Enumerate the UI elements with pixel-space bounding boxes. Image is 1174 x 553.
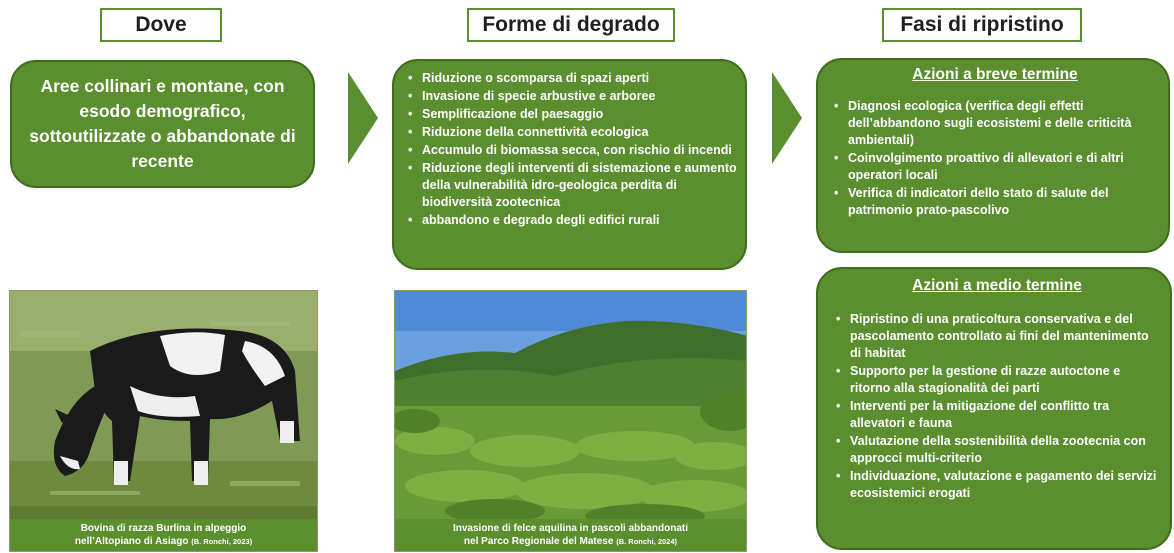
list-item: Riduzione della connettività ecologica xyxy=(406,124,737,141)
caption-line1: Invasione di felce aquilina in pascoli a… xyxy=(452,523,689,534)
breve-list: Diagnosi ecologica (verifica degli effet… xyxy=(832,98,1158,219)
caption-line1: Bovina di razza Burlina in alpeggio xyxy=(80,523,247,534)
forme-di-degrado-box: Riduzione o scomparsa di spazi aperti In… xyxy=(392,59,747,270)
header-forme-di-degrado: Forme di degrado xyxy=(467,8,675,42)
medio-title: Azioni a medio termine xyxy=(912,277,1082,294)
dove-text: Aree collinari e montane, con esodo demo… xyxy=(29,76,296,171)
fern-image xyxy=(395,291,746,551)
arrow-right-icon xyxy=(348,72,378,164)
list-item: Supporto per la gestione di razze autoct… xyxy=(834,363,1160,397)
arrow-right-icon xyxy=(772,72,802,164)
list-item: Accumulo di biomassa secca, con rischio … xyxy=(406,142,737,159)
list-item: Semplificazione del paesaggio xyxy=(406,106,737,123)
list-item: Interventi per la mitigazione del confli… xyxy=(834,398,1160,432)
list-item: Riduzione degli interventi di sistemazio… xyxy=(406,160,737,211)
forme-list: Riduzione o scomparsa di spazi aperti In… xyxy=(406,70,737,229)
cow-image xyxy=(10,291,317,551)
azioni-medio-termine-box: Azioni a medio termine Ripristino di una… xyxy=(816,267,1172,550)
header-dove: Dove xyxy=(100,8,222,42)
cow-photo: Bovina di razza Burlina in alpeggio nell… xyxy=(9,290,318,552)
list-item: Invasione di specie arbustive e arboree xyxy=(406,88,737,105)
list-item: Coinvolgimento proattivo di allevatori e… xyxy=(832,150,1158,184)
cow-photo-caption: Bovina di razza Burlina in alpeggio nell… xyxy=(10,519,317,551)
caption-line2: nell’Altopiano di Asiago (B. Ronchi, 202… xyxy=(74,536,253,547)
list-item: Diagnosi ecologica (verifica degli effet… xyxy=(832,98,1158,149)
fern-photo: Invasione di felce aquilina in pascoli a… xyxy=(394,290,747,552)
header-fasi-di-ripristino: Fasi di ripristino xyxy=(882,8,1082,42)
caption-credit: (B. Ronchi, 2024) xyxy=(616,537,678,546)
azioni-breve-termine-box: Azioni a breve termine Diagnosi ecologic… xyxy=(816,58,1170,253)
caption-line2: nel Parco Regionale del Matese (B. Ronch… xyxy=(463,536,678,547)
dove-box: Aree collinari e montane, con esodo demo… xyxy=(10,60,315,188)
list-item: Ripristino di una praticoltura conservat… xyxy=(834,311,1160,362)
list-item: Individuazione, valutazione e pagamento … xyxy=(834,468,1160,502)
medio-list: Ripristino di una praticoltura conservat… xyxy=(834,311,1160,502)
list-item: Riduzione o scomparsa di spazi aperti xyxy=(406,70,737,87)
fern-photo-caption: Invasione di felce aquilina in pascoli a… xyxy=(395,519,746,551)
list-item: Verifica di indicatori dello stato di sa… xyxy=(832,185,1158,219)
list-item: Valutazione della sostenibilità della zo… xyxy=(834,433,1160,467)
breve-title: Azioni a breve termine xyxy=(912,66,1078,83)
list-item: abbandono e degrado degli edifici rurali xyxy=(406,212,737,229)
caption-credit: (B. Ronchi, 2023) xyxy=(191,537,253,546)
